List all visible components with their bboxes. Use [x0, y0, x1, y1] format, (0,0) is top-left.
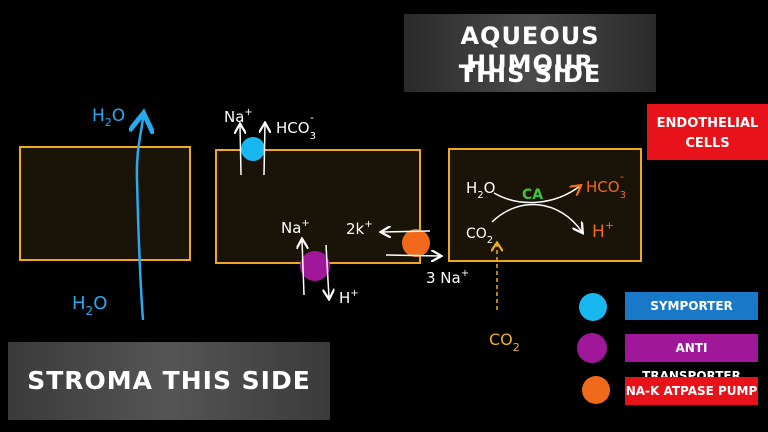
- stroma-label: STROMA THIS SIDE: [27, 366, 311, 395]
- endothelial-label-line2: CELLS: [685, 136, 730, 151]
- stroma-banner: STROMA THIS SIDE: [8, 342, 330, 420]
- pump-k-label: 2k+: [346, 219, 373, 238]
- aqueous-humour-subtitle: THIS SIDE: [458, 60, 602, 88]
- antitransporter-h-label: H+: [339, 288, 359, 307]
- symporter-circle: [241, 137, 265, 161]
- water-flow-arrow: [137, 118, 143, 321]
- cell-left: [19, 146, 191, 261]
- pump-na-label: 3 Na+: [426, 268, 469, 287]
- symporter-na-label: Na+: [224, 107, 253, 126]
- legend-pump-icon: [582, 376, 610, 404]
- legend-pump-label: NA-K ATPASE PUMP: [625, 377, 758, 405]
- co2-outside-label: CO2: [489, 330, 520, 354]
- aqueous-humour-title: AQUEOUS HUMOUR: [460, 22, 600, 78]
- cell-middle: [215, 149, 421, 264]
- ca-enzyme-label: CA: [522, 187, 543, 203]
- nak-pump-circle: [402, 229, 430, 257]
- symporter-na-arrow: [240, 125, 241, 176]
- ca-reaction-arrow-bottom: [491, 203, 582, 232]
- cell-h2o-label: H2O: [466, 179, 495, 201]
- legend-symporter-label: SYMPORTER: [625, 292, 758, 320]
- ca-reaction-arrow-top: [493, 186, 580, 204]
- cell-co2-label: CO2: [466, 226, 493, 246]
- h2o-top-label: H2O: [92, 106, 125, 129]
- symporter-hco3-label: HCO3-: [276, 111, 316, 142]
- legend-symporter-icon: [579, 293, 607, 321]
- aqueous-humour-banner: AQUEOUS HUMOUR THIS SIDE: [404, 14, 656, 92]
- antitransporter-na-label: Na+: [281, 218, 310, 237]
- legend-antitransporter-icon: [577, 333, 607, 363]
- h2o-bottom-label: H2O: [72, 293, 107, 318]
- endothelial-label-line1: ENDOTHELIAL: [656, 116, 759, 131]
- antitransporter-na-arrow: [302, 240, 304, 296]
- endothelial-cells-label-box: ENDOTHELIAL CELLS: [647, 104, 768, 160]
- cell-h-label: H+: [592, 219, 614, 242]
- symporter-hco3-arrow: [264, 124, 265, 176]
- pump-na-arrow: [385, 255, 440, 256]
- antitransporter-h-arrow: [326, 244, 329, 298]
- cell-right: [448, 148, 642, 262]
- pump-k-arrow: [382, 231, 431, 232]
- antitransporter-circle: [300, 251, 330, 281]
- cell-hco3-label: HCO3-: [586, 170, 626, 201]
